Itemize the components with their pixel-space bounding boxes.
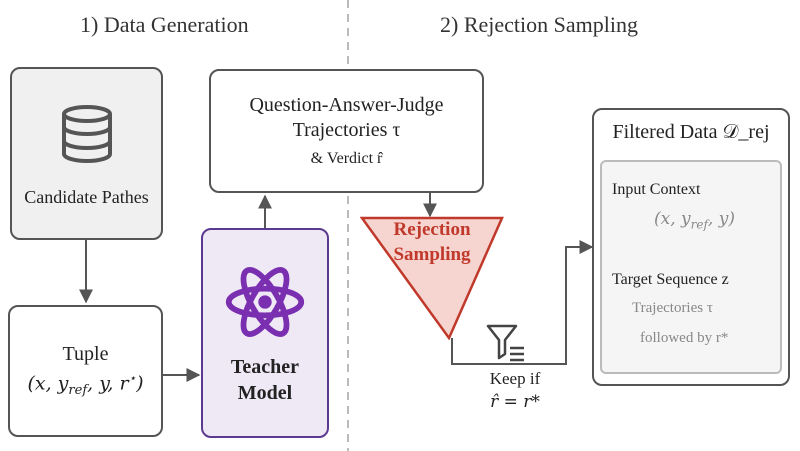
input-context-label: Input Context <box>612 181 701 198</box>
keep-if-label: Keep if r̂ = r* <box>470 368 560 414</box>
tuple-formula: (x, yref, y, r⋆) <box>27 371 144 399</box>
section-title-data-generation: 1) Data Generation <box>80 12 249 37</box>
target-sequence-label: Target Sequence z <box>612 271 729 288</box>
candidate-pathes-label: Candidate Pathes <box>24 187 149 208</box>
rejection-line2: Sampling <box>393 243 471 265</box>
filtered-inner-panel: Input Context (x, yref, y) Target Sequen… <box>600 160 782 374</box>
followed-by-label: followed by r* <box>640 330 729 346</box>
section-title-rejection-sampling: 2) Rejection Sampling <box>440 12 638 37</box>
qaj-line2: Trajectories τ <box>292 119 401 141</box>
input-context-formula: (x, yref, y) <box>654 209 735 232</box>
qaj-line3: & Verdict r̂ <box>310 150 383 167</box>
atom-icon <box>225 267 305 337</box>
teacher-label-line1: Teacher <box>230 356 300 378</box>
rejection-sampling-funnel <box>360 216 504 340</box>
qaj-trajectories-box: Question-Answer-Judge Trajectories τ & V… <box>209 69 484 193</box>
tuple-box: Tuple (x, yref, y, r⋆) <box>8 305 163 437</box>
keep-line1: Keep if <box>489 369 541 388</box>
filter-icon <box>486 324 524 362</box>
rejection-line1: Rejection <box>393 219 471 240</box>
database-icon <box>61 105 112 164</box>
rejection-sampling-label: Rejection Sampling <box>360 218 504 267</box>
tuple-label: Tuple <box>62 343 109 366</box>
trajectories-label: Trajectories τ <box>632 300 713 316</box>
candidate-pathes-box: Candidate Pathes <box>10 67 163 240</box>
filtered-data-title: Filtered Data 𝒟_rej <box>612 121 770 143</box>
qaj-line1: Question-Answer-Judge <box>249 94 444 116</box>
teacher-model-label: Teacher Model <box>231 354 299 406</box>
keep-condition: r̂ = r* <box>490 391 540 412</box>
filtered-data-box: Filtered Data 𝒟_rej Input Context (x, yr… <box>592 108 790 386</box>
teacher-model-box: Teacher Model <box>201 228 329 438</box>
teacher-label-line2: Model <box>237 382 293 404</box>
arrow-funnel-to-filtered <box>451 240 594 365</box>
